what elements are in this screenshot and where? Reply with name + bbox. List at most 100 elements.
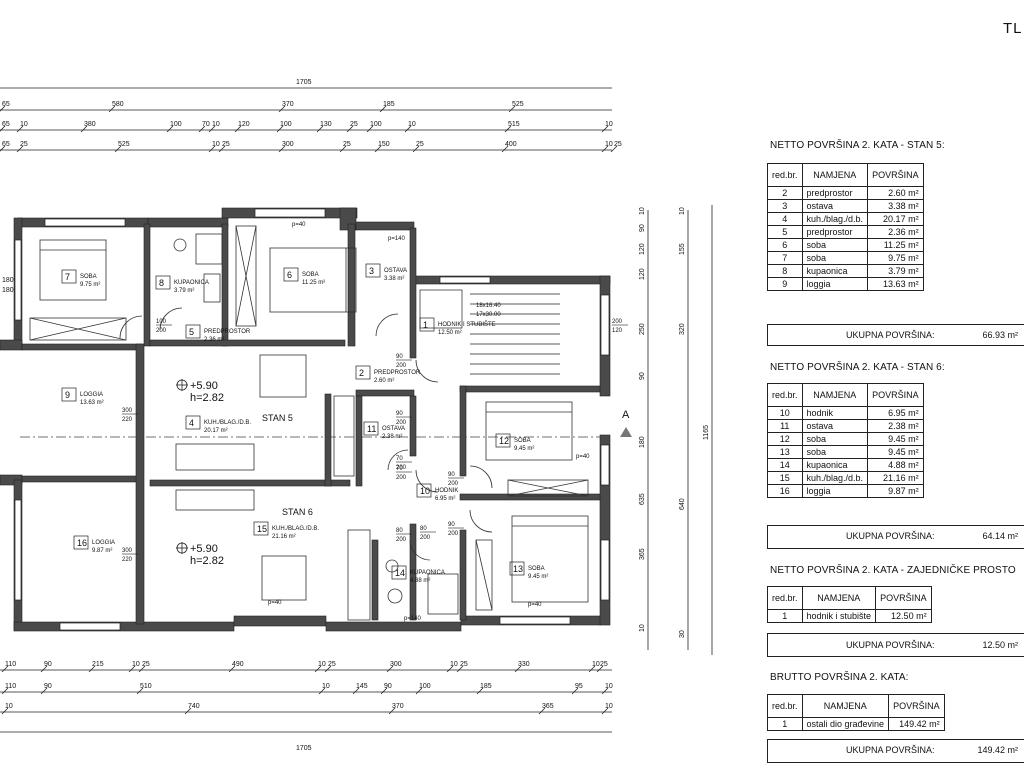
dimension-tick — [316, 125, 324, 133]
table-cell: 2.38 m² — [867, 419, 924, 433]
opening-width: 100 — [156, 319, 167, 325]
brutto-total-value: 149.42 m² — [977, 745, 1018, 755]
dimension-tick — [136, 687, 144, 695]
room-name: SOBA — [80, 274, 97, 280]
table-cell: kuh./blag./d.b. — [801, 471, 869, 485]
room-number-box — [365, 263, 381, 278]
top-dim-row1: 580 — [112, 101, 124, 108]
floor-plan-drawing: A +5.90 h=2.82 STAN 5 +5.90 h=2.82 STAN … — [0, 79, 713, 752]
room-number: 2 — [359, 368, 364, 378]
bottom-dim-row2: 185 — [480, 683, 492, 690]
sheet-corner-label: TL — [1003, 20, 1023, 37]
table-cell: 12 — [767, 432, 803, 446]
room-area: 20.17 m² — [204, 428, 228, 434]
table-cell: 3.38 m² — [867, 199, 924, 213]
room-area: 12.50 m² — [438, 330, 462, 336]
top-dim-row2: 10 — [605, 121, 613, 128]
table-cell: 9.75 m² — [867, 251, 924, 265]
right-dim-col1: 120 — [639, 268, 646, 280]
room-name: OSTAVA — [384, 268, 407, 274]
stan5-height: h=2.82 — [190, 392, 224, 404]
table-cell: 2 — [767, 186, 803, 200]
room-number-box — [283, 267, 299, 282]
table-cell: 14 — [767, 458, 803, 472]
common-total-box — [767, 633, 1024, 657]
bottom-dim-row1: 10 — [318, 661, 326, 668]
dimension-tick — [610, 145, 618, 153]
dimension-tick — [198, 125, 206, 133]
room-number: 16 — [77, 538, 87, 548]
room-name: HODNIK I STUBIŠTE — [438, 321, 496, 328]
top-dim-row1: 65 — [2, 101, 10, 108]
top-dim-row2: 10 — [212, 121, 220, 128]
dimension-tick — [601, 687, 609, 695]
table-cell: 13 — [767, 445, 803, 459]
room-number: 15 — [257, 524, 267, 534]
table-cell: 9.45 m² — [867, 432, 924, 446]
top-dim-row2: 70 — [202, 121, 210, 128]
dimension-tick — [278, 145, 286, 153]
table-cell: 149.42 m² — [888, 717, 945, 731]
opening-width: 90 — [396, 411, 403, 417]
top-dim-row3: 25 — [343, 141, 351, 148]
top-dim-row2: 25 — [350, 121, 358, 128]
room-number: 8 — [159, 278, 164, 288]
table-cell: hodnik — [801, 406, 869, 420]
right-dim-col2: 320 — [679, 323, 686, 335]
room-name: KUPAONICA — [410, 570, 445, 576]
opening-height: 200 — [448, 531, 459, 537]
room-number-box — [419, 317, 435, 332]
room-name: HODNIK — [435, 488, 458, 494]
dimension-tick — [128, 665, 136, 673]
table-cell: 6.95 m² — [867, 406, 924, 420]
table-cell: ostava — [801, 199, 869, 213]
top-dim-row2: 65 — [2, 121, 10, 128]
opening-height: 200 — [396, 420, 407, 426]
table-cell: 4.88 m² — [867, 458, 924, 472]
bottom-dim-row2: 10 — [322, 683, 330, 690]
dimension-tick — [278, 105, 286, 113]
room-area: 3.38 m² — [384, 276, 404, 282]
stair-steps-2: 17x30.00 — [476, 312, 501, 318]
top-dim-row3: 400 — [505, 141, 517, 148]
dimension-tick — [596, 665, 604, 673]
right-dim-col2: 10 — [679, 207, 686, 215]
room-number-box — [495, 433, 511, 448]
room-area: 21.16 m² — [272, 534, 296, 540]
stan6-total-value: 64.14 m² — [982, 531, 1018, 541]
bottom-dim-row2: 90 — [384, 683, 392, 690]
room-name: SOBA — [528, 566, 545, 572]
parapet-height: p=140 — [388, 236, 406, 242]
parapet-height: p=140 — [404, 616, 422, 622]
dimension-tick — [114, 145, 122, 153]
top-dim-row2: 380 — [84, 121, 96, 128]
stan5-table-title: NETTO POVRŠINA 2. KATA - STAN 5: — [770, 140, 945, 151]
dimension-tick — [388, 707, 396, 715]
table-header-cell: red.br. — [767, 694, 803, 718]
table-cell: 9.87 m² — [867, 484, 924, 498]
room-number: 11 — [367, 424, 376, 434]
common-total-value: 12.50 m² — [982, 640, 1018, 650]
bottom-dim-row1: 110 — [5, 661, 16, 668]
right-dim-col2: 30 — [679, 630, 686, 638]
bottom-dim-row1: 25 — [600, 661, 608, 668]
dimension-tick — [276, 125, 284, 133]
table-cell: 3 — [767, 199, 803, 213]
overall-width-top: 1705 — [296, 79, 312, 86]
dimension-tick — [16, 125, 24, 133]
right-dim-col1: 120 — [639, 243, 646, 255]
opening-height: 200 — [396, 475, 407, 481]
room-number: 1 — [423, 320, 428, 330]
